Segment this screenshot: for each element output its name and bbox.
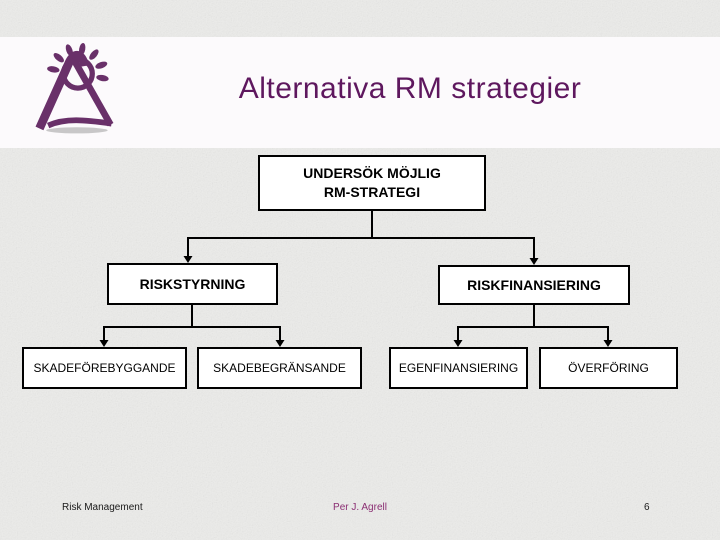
node-riskfinansiering-label: RISKFINANSIERING — [467, 277, 601, 293]
connector-riskstyrning-to-children — [99, 305, 285, 347]
node-skadebegransande: SKADEBEGRÄNSANDE — [197, 347, 362, 389]
node-skadeforebyggande-label: SKADEFÖREBYGGANDE — [33, 361, 176, 375]
node-skadebegransande-label: SKADEBEGRÄNSANDE — [213, 361, 346, 375]
header-band: Alternativa RM strategier — [0, 37, 720, 148]
node-egenfinansiering: EGENFINANSIERING — [389, 347, 528, 389]
footer-course-name: Risk Management — [62, 502, 143, 513]
node-root-label-line1: UNDERSÖK MÖJLIG — [303, 165, 441, 181]
node-riskfinansiering: RISKFINANSIERING — [438, 265, 630, 305]
slide-title: Alternativa RM strategier — [238, 72, 582, 105]
footer-author-name: Per J. Agrell — [333, 502, 387, 513]
connector-root-to-level2 — [183, 211, 539, 265]
connector-riskfinansiering-to-children — [453, 305, 613, 347]
node-riskstyrning-label: RISKSTYRNING — [139, 276, 246, 292]
beacon-sun-logo-icon — [35, 42, 114, 134]
node-egenfinansiering-label: EGENFINANSIERING — [398, 361, 519, 375]
node-root-label-line2: RM-STRATEGI — [323, 184, 421, 200]
node-undersok-mojlig-rm-strategi: UNDERSÖK MÖJLIG RM-STRATEGI — [258, 155, 486, 211]
node-skadeforebyggande: SKADEFÖREBYGGANDE — [22, 347, 187, 389]
node-overforing-label: ÖVERFÖRING — [568, 361, 649, 375]
node-riskstyrning: RISKSTYRNING — [107, 263, 278, 305]
footer-page-number: 6 — [644, 502, 650, 513]
node-overforing: ÖVERFÖRING — [539, 347, 678, 389]
